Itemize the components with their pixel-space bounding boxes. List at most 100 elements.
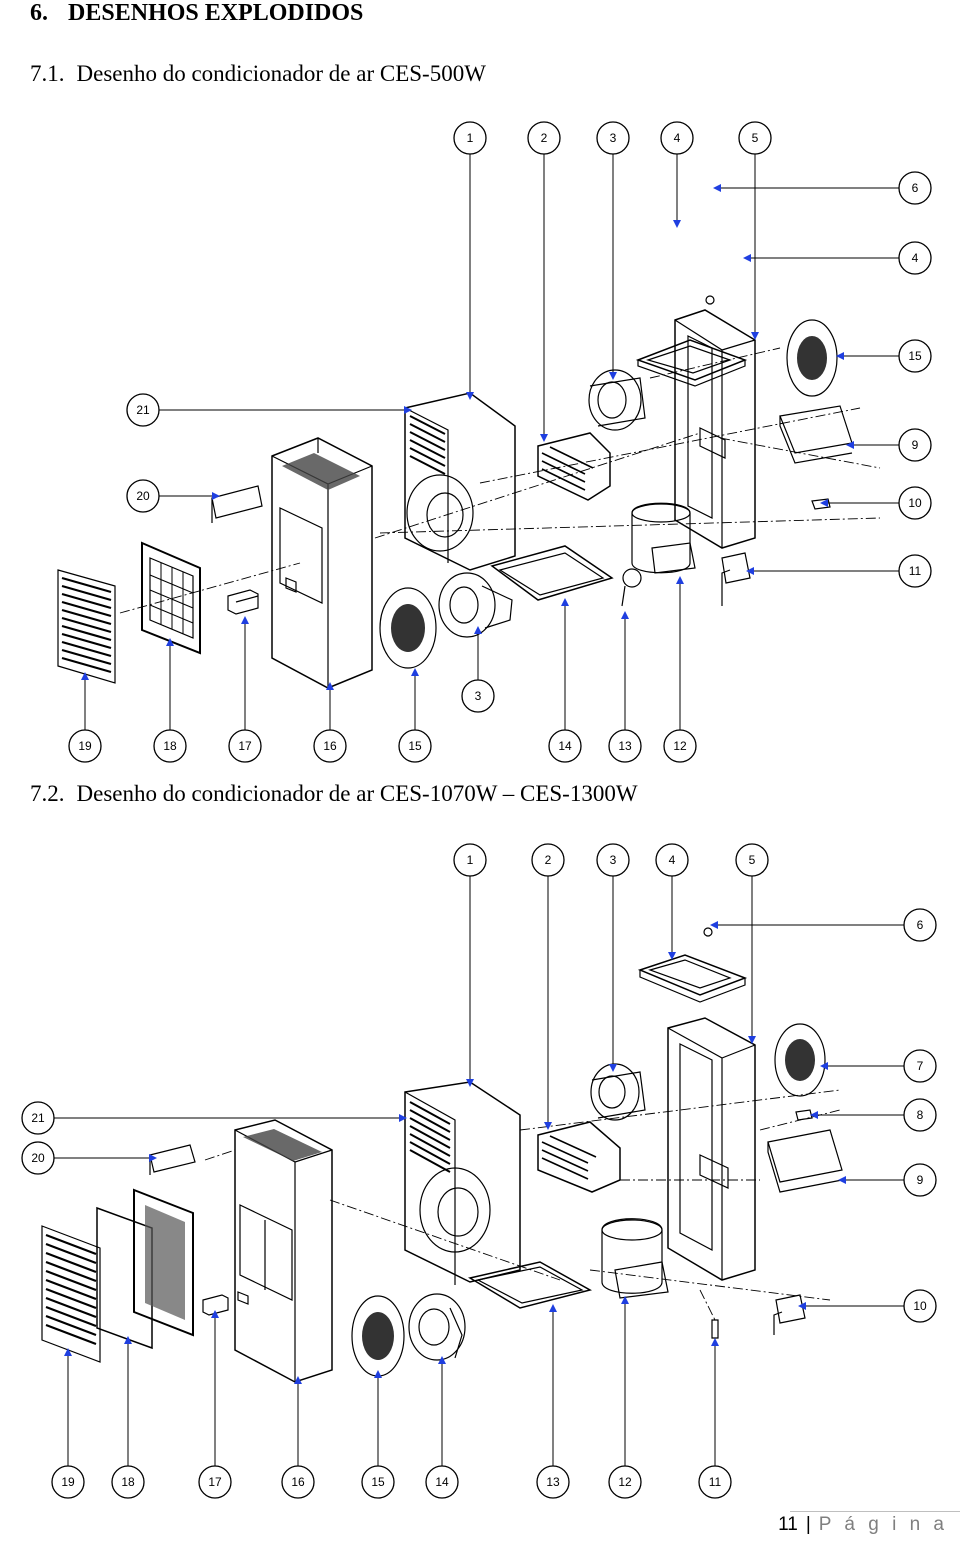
callout-bubble: 1 <box>453 843 487 877</box>
footer-separator: | <box>805 1514 811 1535</box>
page-footer: 11 | P á g i n a <box>778 1514 948 1536</box>
callout-number: 21 <box>31 1111 45 1125</box>
callout-bubble: 16 <box>281 1465 315 1499</box>
callout-bubble: 11 <box>698 1465 732 1499</box>
callout-bubble: 6 <box>898 171 932 205</box>
callout-bubble: 21 <box>126 393 160 427</box>
callout-bubble: 3 <box>596 843 630 877</box>
callout-bubble: 7 <box>903 1049 937 1083</box>
callout-number: 9 <box>917 1173 924 1187</box>
callout-number: 15 <box>908 349 922 363</box>
drawing-1-heading: 7.1. Desenho do condicionador de ar CES-5… <box>30 62 486 85</box>
callout-number: 17 <box>208 1475 222 1489</box>
callout-bubble: 12 <box>663 729 697 763</box>
callout-number: 10 <box>908 496 922 510</box>
callout-number: 19 <box>78 739 92 753</box>
callout-number: 6 <box>917 918 924 932</box>
callout-bubble: 21 <box>21 1101 55 1135</box>
callout-bubble: 12 <box>608 1465 642 1499</box>
callout-number: 3 <box>610 131 617 145</box>
callout-number: 18 <box>163 739 177 753</box>
callout-bubble: 19 <box>68 729 102 763</box>
callout-number: 4 <box>669 853 676 867</box>
callout-bubble: 4 <box>660 121 694 155</box>
callout-bubble: 16 <box>313 729 347 763</box>
callout-bubble: 14 <box>425 1465 459 1499</box>
callout-number: 19 <box>61 1475 75 1489</box>
callout-number: 10 <box>913 1299 927 1313</box>
drawing-2-heading: 7.2. Desenho do condicionador de ar CES-1… <box>30 782 638 805</box>
callout-bubble: 14 <box>548 729 582 763</box>
callout-bubble: 18 <box>111 1465 145 1499</box>
callout-bubble: 2 <box>527 121 561 155</box>
callout-bubble: 2 <box>531 843 565 877</box>
drawing-1-title: Desenho do condicionador de ar CES-500W <box>76 61 486 86</box>
callout-number: 11 <box>909 564 922 578</box>
callout-bubble: 3 <box>596 121 630 155</box>
callout-number: 20 <box>31 1151 45 1165</box>
parts-2 <box>41 927 843 1383</box>
callout-bubble: 17 <box>228 729 262 763</box>
callout-bubble: 5 <box>738 121 772 155</box>
callout-bubble: 18 <box>153 729 187 763</box>
section-heading: 6. DESENHOS EXPLODIDOS <box>30 1 363 25</box>
callout-bubble: 15 <box>361 1465 395 1499</box>
callout-number: 4 <box>674 131 681 145</box>
callout-bubble: 15 <box>898 339 932 373</box>
callout-bubble: 10 <box>903 1289 937 1323</box>
callout-bubble: 1 <box>453 121 487 155</box>
callout-bubble: 5 <box>735 843 769 877</box>
callout-number: 2 <box>541 131 548 145</box>
section-number: 6. <box>30 0 48 26</box>
callout-number: 16 <box>323 739 337 753</box>
callout-number: 13 <box>618 739 632 753</box>
callout-bubble: 4 <box>898 241 932 275</box>
callout-number: 8 <box>917 1108 924 1122</box>
callout-bubble: 20 <box>21 1141 55 1175</box>
callout-bubble: 10 <box>898 486 932 520</box>
callout-number: 21 <box>136 403 150 417</box>
callout-number: 9 <box>912 438 919 452</box>
page-number: 11 <box>778 1514 798 1535</box>
callout-bubble: 6 <box>903 908 937 942</box>
callout-number: 11 <box>709 1475 722 1489</box>
callout-number: 15 <box>371 1475 385 1489</box>
callout-number: 2 <box>545 853 552 867</box>
callout-number: 7 <box>917 1059 924 1073</box>
footer-rule <box>790 1511 960 1512</box>
drawing-2-number: 7.2. <box>30 781 65 806</box>
callout-number: 20 <box>136 489 150 503</box>
drawing-2-title: Desenho do condicionador de ar CES-1070W… <box>76 781 638 806</box>
callout-number: 14 <box>435 1475 449 1489</box>
callout-number: 4 <box>912 251 919 265</box>
callout-bubble: 8 <box>903 1098 937 1132</box>
parts-1 <box>57 295 881 689</box>
callout-bubble: 9 <box>898 428 932 462</box>
callout-number: 1 <box>467 131 474 145</box>
callout-number: 5 <box>749 853 756 867</box>
callout-number: 5 <box>752 131 759 145</box>
callout-bubble: 13 <box>536 1465 570 1499</box>
callout-number: 6 <box>912 181 919 195</box>
callout-bubble: 9 <box>903 1163 937 1197</box>
section-title: DESENHOS EXPLODIDOS <box>68 0 364 26</box>
callout-bubble: 4 <box>655 843 689 877</box>
callout-number: 3 <box>610 853 617 867</box>
callout-bubble: 19 <box>51 1465 85 1499</box>
drawing-1-number: 7.1. <box>30 61 65 86</box>
callout-bubble: 17 <box>198 1465 232 1499</box>
callout-number: 15 <box>408 739 422 753</box>
callout-number: 17 <box>238 739 252 753</box>
callout-bubble: 15 <box>398 729 432 763</box>
callout-number: 3 <box>475 689 482 703</box>
callout-bubble: 3 <box>461 679 495 713</box>
callout-number: 14 <box>558 739 572 753</box>
callout-number: 1 <box>467 853 474 867</box>
page-label: P á g i n a <box>818 1514 948 1535</box>
